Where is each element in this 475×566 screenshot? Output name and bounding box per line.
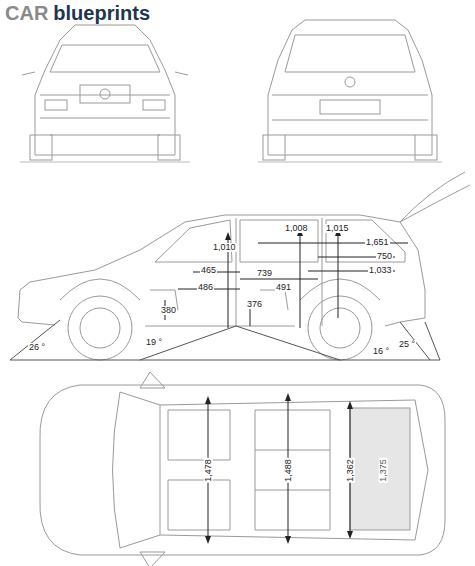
dimension: 750 <box>376 252 393 261</box>
dimension: 380 <box>160 306 177 315</box>
angle: 26 ° <box>28 343 46 352</box>
dimension: 1,478 <box>204 458 213 483</box>
dimension: 486 <box>197 283 214 292</box>
dimension: 1,015 <box>325 224 350 233</box>
dimension: 1,651 <box>365 238 390 247</box>
logo-word: blueprints <box>52 3 151 23</box>
angle: 19 ° <box>145 338 163 347</box>
dimension: 376 <box>246 300 263 309</box>
angle: 25 ° <box>398 340 416 349</box>
dimension: 1,362 <box>346 458 355 483</box>
dimension: 1,033 <box>368 266 393 275</box>
dimension: 465 <box>200 266 217 275</box>
angle: 16 ° <box>372 347 390 356</box>
dimension: 739 <box>256 269 273 278</box>
logo-mark: CAR <box>4 3 49 23</box>
dimension: 1,375 <box>379 458 388 483</box>
dimension: 1,010 <box>212 243 237 252</box>
dimension: 491 <box>275 283 292 292</box>
dimension: 1,488 <box>284 458 293 483</box>
dimension: 1,008 <box>284 224 309 233</box>
